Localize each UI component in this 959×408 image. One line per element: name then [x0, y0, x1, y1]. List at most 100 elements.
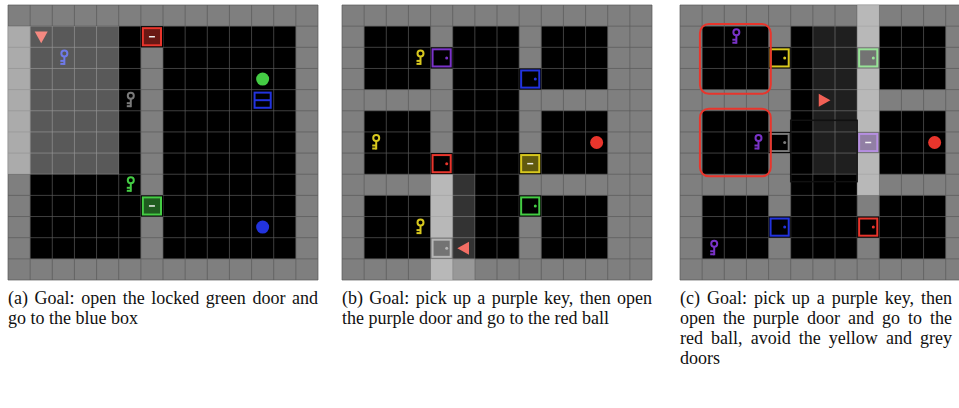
- floor-area: [879, 111, 945, 174]
- door-cell: [519, 195, 541, 216]
- grid-line: [8, 258, 318, 259]
- grid-line: [364, 5, 365, 280]
- wall-background: [8, 5, 318, 280]
- key-tooth: [732, 39, 736, 41]
- key-tooth: [732, 42, 736, 44]
- grid-line: [8, 237, 318, 238]
- door: [521, 155, 539, 172]
- caption-box: (a) Goal: open the locked green door and…: [8, 288, 318, 328]
- agent-view-highlight: [8, 26, 119, 174]
- key-tooth: [417, 229, 421, 231]
- door-cell: [519, 68, 541, 89]
- grid-line: [342, 5, 652, 6]
- key: [755, 135, 762, 150]
- door-cell: [141, 26, 163, 47]
- key-tooth: [127, 190, 131, 192]
- floor-area: [702, 111, 768, 174]
- grid-line: [342, 237, 652, 238]
- door-lock: [149, 205, 155, 207]
- door-cell: [769, 217, 791, 238]
- key-ring: [711, 241, 717, 247]
- floor-area: [364, 195, 430, 258]
- grid-line: [185, 5, 186, 280]
- agent-view-highlight: [431, 174, 453, 280]
- grid-line: [342, 110, 652, 111]
- grid-line: [629, 5, 630, 280]
- key: [710, 241, 717, 256]
- grid-line: [273, 5, 274, 280]
- grid-line: [342, 89, 652, 90]
- grid-line: [497, 5, 498, 280]
- key-tooth: [710, 253, 714, 255]
- floor-area: [791, 26, 857, 259]
- grid-line: [724, 5, 725, 280]
- grid-line: [607, 5, 608, 280]
- key-tooth: [127, 102, 131, 104]
- key-ring: [128, 93, 134, 99]
- key-tooth: [417, 63, 421, 65]
- key-tooth: [417, 60, 421, 62]
- door-handle: [534, 78, 537, 81]
- key-ring: [733, 29, 739, 35]
- key-tooth: [127, 187, 131, 189]
- floor-area: [879, 195, 945, 258]
- key: [732, 29, 739, 44]
- key-tooth: [127, 105, 131, 107]
- key: [372, 135, 379, 150]
- grid-line: [901, 5, 902, 280]
- door-lock: [527, 163, 533, 165]
- box: [255, 93, 271, 108]
- ball: [590, 136, 603, 149]
- key: [127, 177, 134, 192]
- grid-line: [945, 5, 946, 280]
- agent-view-highlight: [453, 174, 475, 280]
- door-cell: [141, 195, 163, 216]
- door: [771, 134, 789, 151]
- door: [433, 49, 451, 66]
- floor-area: [702, 195, 768, 258]
- ball: [256, 73, 269, 86]
- agent-view-highlight: [857, 5, 879, 195]
- door: [521, 197, 539, 214]
- key-tooth: [710, 250, 714, 252]
- grid-line: [342, 258, 652, 259]
- wall-background: [680, 5, 959, 280]
- key: [417, 50, 424, 64]
- grid-line: [680, 280, 959, 281]
- key: [417, 220, 424, 235]
- door: [859, 219, 877, 236]
- key-ring: [418, 220, 424, 226]
- target-outline: [791, 120, 857, 181]
- grid-line: [923, 5, 924, 280]
- grid-line: [585, 5, 586, 280]
- door: [771, 219, 789, 236]
- agent-view-highlight: [813, 26, 857, 174]
- key-ring: [373, 135, 379, 141]
- door: [433, 155, 451, 172]
- door-handle: [872, 226, 875, 229]
- wall-background: [342, 5, 652, 280]
- key-ring: [418, 50, 424, 56]
- grid-line: [652, 5, 653, 280]
- door: [143, 197, 161, 214]
- floor-area: [702, 26, 768, 89]
- caption-box: (b) Goal: pick up a purple key, then ope…: [342, 288, 652, 328]
- grid-line: [342, 68, 652, 69]
- floor-area: [541, 195, 607, 258]
- grid-line: [702, 5, 703, 280]
- grid-line: [229, 5, 230, 280]
- door-cell: [769, 47, 791, 68]
- grid-line: [680, 5, 959, 6]
- key-tooth: [755, 145, 759, 147]
- gridworld-panel: [680, 5, 959, 280]
- grid-line: [680, 237, 959, 238]
- grid-line: [680, 5, 681, 280]
- key-ring: [128, 177, 134, 183]
- grid-line: [251, 5, 252, 280]
- grid-line: [342, 216, 652, 217]
- key-tooth: [417, 232, 421, 234]
- grid-line: [408, 5, 409, 280]
- grid-line: [8, 280, 318, 281]
- grid-line: [541, 5, 542, 280]
- caption: (a) Goal: open the locked green door and…: [8, 288, 318, 328]
